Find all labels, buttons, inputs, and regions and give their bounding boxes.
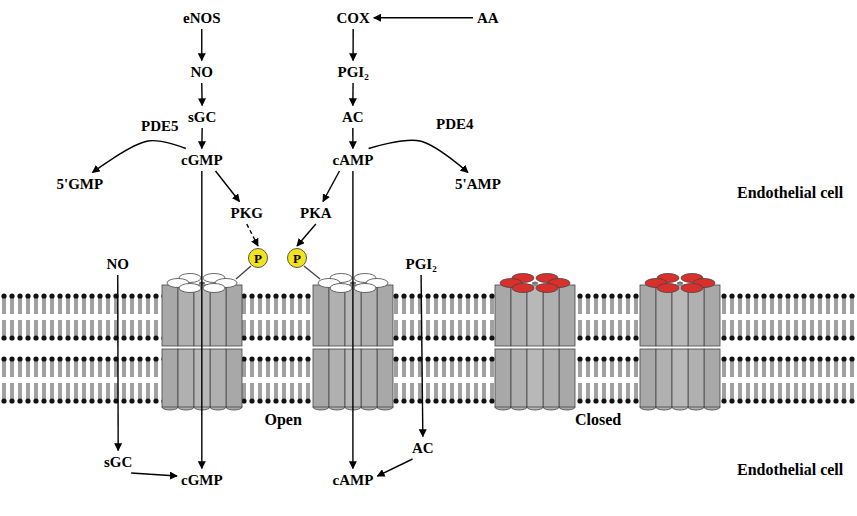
node-text: sGC: [188, 109, 216, 126]
pathway-arrow: [374, 17, 473, 18]
molecule-label: PKA: [298, 204, 334, 223]
node-text: P: [254, 252, 262, 265]
pathway-arrow: [421, 275, 423, 437]
pathway-arrow: [377, 459, 412, 476]
phosphate-circle: P: [287, 248, 307, 268]
connexon-channel: [495, 285, 575, 410]
lipid-bilayer: [0, 293, 857, 341]
node-text: AC: [412, 440, 434, 457]
channel-cap-closed: [500, 274, 570, 293]
molecule-label: cGMP: [179, 151, 225, 170]
cell-label: Endothelial cell: [737, 461, 843, 479]
molecule-label: eNOS: [181, 9, 223, 28]
pathway-arrow: [247, 224, 258, 246]
lipid-bilayer: [0, 356, 857, 404]
molecule-label: cAMP: [331, 471, 376, 490]
channel-cap-closed: [645, 274, 715, 293]
pathway-arrow: [201, 171, 202, 469]
node-text: NO: [191, 64, 214, 81]
node-text: 5'GMP: [57, 176, 104, 193]
molecule-label: sGC: [102, 453, 134, 472]
pathway-arrow: [352, 171, 353, 469]
molecule-label: AC: [340, 108, 366, 127]
node-text: sGC: [104, 454, 132, 471]
pathway-arrow: [352, 29, 353, 61]
pathway-arrow: [131, 473, 177, 476]
molecule-label: PKG: [229, 204, 266, 223]
phosphate-tether: [236, 266, 251, 279]
node-text: 5'AMP: [455, 176, 501, 193]
molecule-label: NO: [105, 255, 132, 274]
node-text: eNOS: [183, 10, 221, 27]
node-text: NO: [107, 256, 130, 273]
pathway-arrow: [201, 29, 202, 61]
connexon-channel: [640, 285, 720, 410]
cell-label: Endothelial cell: [737, 184, 843, 202]
molecule-label: AA: [475, 9, 501, 28]
molecule-label: cGMP: [179, 471, 225, 490]
molecule-label: PGI₂: [404, 255, 439, 274]
node-text: PKG: [231, 205, 264, 222]
pathway-arrow: [369, 140, 468, 172]
molecule-label: 5'GMP: [55, 175, 106, 194]
phosphate-circle: P: [248, 248, 268, 268]
pathway-arrow: [201, 128, 203, 149]
enzyme-label: PDE5: [139, 118, 181, 135]
node-text: cAMP: [333, 472, 374, 489]
node-text: AA: [477, 10, 499, 27]
molecule-label: sGC: [186, 108, 218, 127]
molecule-label: COX: [335, 9, 372, 28]
enzyme-label: PDE4: [434, 116, 476, 133]
node-text: cAMP: [333, 152, 374, 169]
node-text: cGMP: [181, 152, 223, 169]
pathway-arrow: [352, 128, 353, 149]
pathway-arrow: [323, 171, 339, 202]
molecule-label: PGI₂: [336, 63, 371, 82]
state-label: Open: [265, 411, 302, 429]
node-text: P: [293, 252, 301, 265]
molecule-label: 5'AMP: [453, 175, 503, 194]
phosphate-tether: [304, 266, 320, 279]
pathway-arrow: [117, 275, 119, 451]
molecule-label: cAMP: [331, 151, 376, 170]
pathway-arrow: [216, 171, 240, 202]
pathway-arrow: [92, 141, 185, 173]
pathway-arrow: [352, 83, 354, 106]
pathway-arrow: [297, 224, 316, 246]
molecule-label: NO: [189, 63, 216, 82]
node-text: COX: [337, 10, 370, 27]
node-text: PGI₂: [338, 64, 369, 81]
node-text: PKA: [300, 205, 332, 222]
molecule-label: AC: [410, 439, 436, 458]
pathway-arrow: [201, 83, 203, 106]
node-text: cGMP: [181, 472, 223, 489]
node-text: PGI₂: [406, 256, 437, 273]
state-label: Closed: [575, 411, 621, 429]
node-text: AC: [342, 109, 364, 126]
